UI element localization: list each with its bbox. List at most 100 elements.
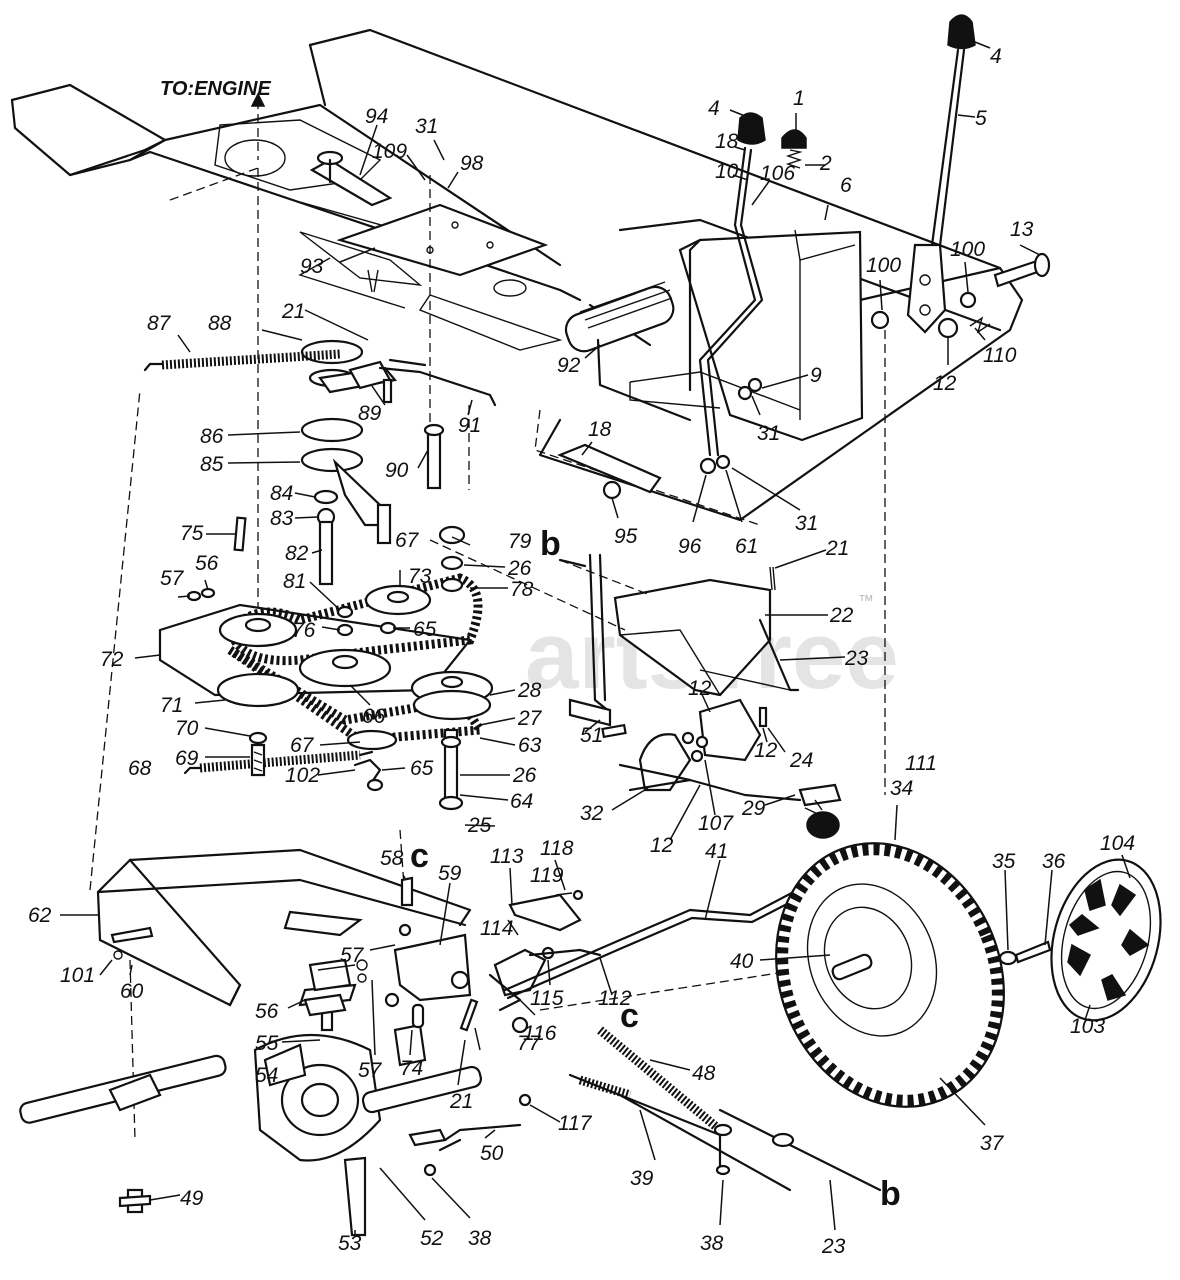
part-label: 96 bbox=[678, 535, 702, 558]
part-label: 70 bbox=[175, 717, 199, 740]
shift-console bbox=[557, 112, 864, 500]
part-label: 56 bbox=[195, 552, 219, 575]
part-label: 94 bbox=[365, 105, 388, 128]
part-label: 4 bbox=[708, 97, 720, 120]
part-label: 25 bbox=[467, 814, 492, 837]
part-label: 36 bbox=[1042, 850, 1066, 873]
part-label: 95 bbox=[614, 525, 638, 548]
reference-mark-c: c bbox=[620, 997, 639, 1035]
watermark-trademark: ™ bbox=[858, 593, 874, 610]
part-label: 78 bbox=[510, 578, 534, 601]
callout-labels: TO:ENGINE 4 4 5 1 2 18 10 106 6 13 100 1… bbox=[28, 45, 1135, 1258]
part-label: 35 bbox=[992, 850, 1016, 873]
lower-frame bbox=[96, 829, 472, 1141]
part-label: 58 bbox=[380, 847, 404, 870]
part-label: 73 bbox=[408, 565, 432, 588]
part-label: 101 bbox=[60, 964, 95, 987]
transaxle bbox=[19, 876, 522, 1237]
part-label: 57 bbox=[160, 567, 185, 590]
part-label: 23 bbox=[844, 647, 869, 670]
part-label: 114 bbox=[480, 917, 513, 940]
part-label: 87 bbox=[147, 312, 172, 335]
part-label: 40 bbox=[730, 950, 754, 973]
part-label: 60 bbox=[120, 980, 144, 1003]
part-label: 26 bbox=[512, 764, 537, 787]
part-label: 79 bbox=[508, 530, 532, 553]
part-label: 26 bbox=[507, 557, 532, 580]
part-label: 74 bbox=[400, 1057, 423, 1080]
part-label: 6 bbox=[840, 174, 852, 197]
part-label: 81 bbox=[283, 570, 306, 593]
shift-linkage bbox=[488, 876, 824, 1012]
part-label: 5 bbox=[975, 107, 987, 130]
part-label: 56 bbox=[255, 1000, 279, 1023]
part-label: 100 bbox=[950, 238, 985, 261]
engine-label: TO:ENGINE bbox=[160, 78, 271, 100]
part-label: 12 bbox=[650, 834, 674, 857]
part-label: 106 bbox=[760, 162, 795, 185]
part-label: 111 bbox=[905, 752, 937, 775]
part-label: 68 bbox=[128, 757, 152, 780]
part-label: 59 bbox=[438, 862, 462, 885]
part-label: 66 bbox=[362, 705, 386, 728]
part-label: 37 bbox=[980, 1132, 1005, 1155]
pulley-assembly bbox=[89, 389, 494, 891]
part-label: 76 bbox=[292, 619, 316, 642]
part-label: 49 bbox=[180, 1187, 204, 1210]
part-label: 27 bbox=[517, 707, 543, 730]
reference-mark-c: c bbox=[410, 837, 429, 875]
part-label: 110 bbox=[983, 344, 1017, 367]
part-label: 63 bbox=[518, 734, 542, 757]
reference-mark-b: b bbox=[540, 525, 561, 563]
part-label: 92 bbox=[557, 354, 581, 377]
part-label: 29 bbox=[741, 797, 766, 820]
part-label: 21 bbox=[281, 300, 305, 323]
part-label: 1 bbox=[793, 87, 805, 110]
part-label: 34 bbox=[890, 777, 913, 800]
part-label: 39 bbox=[630, 1167, 654, 1190]
part-label: 57 bbox=[340, 944, 365, 967]
part-label: 62 bbox=[28, 904, 52, 927]
part-label: 72 bbox=[100, 648, 124, 671]
part-label: 13 bbox=[1010, 218, 1034, 241]
part-label: 85 bbox=[200, 453, 224, 476]
part-label: 4 bbox=[990, 45, 1002, 68]
part-label: 38 bbox=[700, 1232, 724, 1255]
part-label: 86 bbox=[200, 425, 224, 448]
part-label: 10 bbox=[715, 160, 739, 183]
part-label: 103 bbox=[1070, 1015, 1105, 1038]
part-label: 107 bbox=[698, 812, 734, 835]
part-label: 100 bbox=[866, 254, 901, 277]
deck-lift-lever bbox=[870, 14, 1051, 795]
part-label: 12 bbox=[933, 372, 957, 395]
part-label: 91 bbox=[458, 414, 481, 437]
part-label: 21 bbox=[449, 1090, 473, 1113]
part-label: 77 bbox=[517, 1032, 542, 1055]
part-label: 67 bbox=[395, 529, 420, 552]
knob-111 bbox=[806, 811, 840, 839]
part-label: 32 bbox=[580, 802, 604, 825]
brake-rods bbox=[511, 964, 882, 1192]
part-label: 98 bbox=[460, 152, 484, 175]
part-label: 113 bbox=[490, 845, 524, 868]
part-label: 54 bbox=[255, 1064, 278, 1087]
part-label: 71 bbox=[160, 694, 183, 717]
part-label: 12 bbox=[688, 677, 712, 700]
part-label: 21 bbox=[825, 537, 849, 560]
part-label: 38 bbox=[468, 1227, 492, 1250]
part-label: 22 bbox=[829, 604, 854, 627]
part-label: 119 bbox=[530, 864, 564, 887]
part-label: 41 bbox=[705, 840, 728, 863]
part-label: 83 bbox=[270, 507, 294, 530]
chassis-frame bbox=[10, 28, 1024, 526]
part-label: 93 bbox=[300, 255, 324, 278]
part-label: 50 bbox=[480, 1142, 504, 1165]
part-label: 75 bbox=[180, 522, 204, 545]
part-label: 53 bbox=[338, 1232, 362, 1255]
part-label: 82 bbox=[285, 542, 309, 565]
part-label: 31 bbox=[415, 115, 438, 138]
part-label: 52 bbox=[420, 1227, 444, 1250]
part-label: 28 bbox=[517, 679, 542, 702]
part-label: 117 bbox=[558, 1112, 593, 1135]
